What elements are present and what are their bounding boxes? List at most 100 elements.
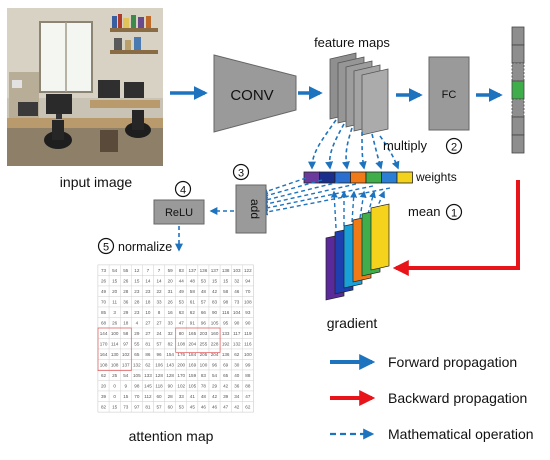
attention-cell-value: 81	[145, 404, 151, 409]
attention-cell-value: 62	[234, 352, 240, 357]
attention-cell-value: 46	[234, 289, 240, 294]
attention-cell	[242, 401, 254, 413]
attention-cell-value: 114	[111, 341, 119, 346]
attention-cell-value: 82	[168, 341, 174, 346]
attention-cell-value: 46	[212, 404, 218, 409]
attention-cell-value: 47	[223, 404, 229, 409]
attention-cell-value: 128	[155, 373, 163, 378]
attention-cell-value: 105	[211, 320, 219, 325]
attention-cell-value: 106	[155, 362, 163, 367]
attention-cell-value: 25	[112, 373, 118, 378]
attention-cell-value: 144	[100, 331, 108, 336]
attention-cell-value: 136	[222, 352, 230, 357]
attention-cell-value: 61	[190, 299, 196, 304]
attention-cell-value: 88	[245, 383, 251, 388]
attention-cell-value: 170	[177, 373, 185, 378]
attention-cell-value: 93	[245, 310, 251, 315]
attention-cell-value: 48	[201, 394, 207, 399]
attention-cell-value: 83	[179, 268, 185, 273]
attention-cell-value: 83	[201, 373, 207, 378]
backward-arrow	[392, 180, 520, 276]
attention-cell-value: 20	[112, 289, 118, 294]
attention-cell-value: 165	[189, 331, 197, 336]
attention-cell-value: 228	[211, 341, 219, 346]
attention-cell-value: 20	[101, 383, 107, 388]
normalize-label: normalize	[118, 240, 172, 254]
attention-cell-value: 70	[134, 394, 140, 399]
attention-cell-value: 122	[244, 268, 252, 273]
attention-cell-value: 26	[123, 278, 129, 283]
attention-cell-value: 15	[223, 278, 229, 283]
attention-cell-value: 133	[144, 373, 152, 378]
attention-cell-value: 62	[190, 310, 196, 315]
attention-cell-value: 99	[245, 362, 251, 367]
attention-cell-value: 255	[200, 341, 208, 346]
attention-cell-value: 108	[111, 362, 119, 367]
feature-maps-stack	[329, 52, 389, 136]
legend-math-label: Mathematical operation	[388, 426, 534, 442]
attention-cell-value: 28	[134, 299, 140, 304]
relu-block	[153, 199, 205, 225]
output-vector	[511, 26, 525, 154]
attention-cell-value: 94	[245, 278, 251, 283]
attention-cell-value: 97	[134, 404, 140, 409]
attention-cell-value: 31	[168, 289, 174, 294]
attention-highlight	[175, 327, 221, 353]
svg-text:1: 1	[451, 208, 457, 220]
attention-cell-value: 3	[113, 310, 116, 315]
attention-cell-value: 39	[101, 394, 107, 399]
attention-cell-value: 57	[156, 404, 162, 409]
weight-cell	[350, 171, 367, 184]
attention-cell-value: 14	[156, 278, 162, 283]
weight-cell	[365, 171, 382, 184]
attention-cell-value: 137	[122, 362, 130, 367]
weight-cell	[334, 171, 351, 184]
attention-cell-value: 60	[156, 394, 162, 399]
attention-cell-value: 26	[101, 278, 107, 283]
add-block: add	[235, 184, 267, 234]
attention-cell-value: 96	[201, 320, 207, 325]
attention-cell-value: 105	[189, 383, 197, 388]
attention-cell-value: 57	[201, 299, 207, 304]
attention-cell-value: 33	[156, 299, 162, 304]
attention-cell-value: 12	[134, 268, 140, 273]
weights-label: weights	[415, 170, 457, 184]
attention-cell-value: 100	[111, 331, 119, 336]
attention-cell-value: 16	[168, 310, 174, 315]
attention-cell-value: 82	[101, 404, 107, 409]
attention-cell-value: 136	[200, 268, 208, 273]
attention-cell-value: 48	[201, 289, 207, 294]
step-2-marker: 2	[445, 137, 463, 155]
attention-cell-value: 88	[245, 373, 251, 378]
attention-cell-value: 53	[179, 299, 185, 304]
attention-cell-value: 86	[145, 352, 151, 357]
attention-cell-value: 90	[234, 320, 240, 325]
attention-cell-value: 36	[123, 299, 129, 304]
attention-cell-value: 132	[133, 362, 141, 367]
attention-cell-value: 28	[168, 394, 174, 399]
attention-cell-value: 58	[190, 289, 196, 294]
attention-cell-value: 26	[112, 320, 118, 325]
add-dashed-arrows	[260, 177, 391, 216]
attention-cell-value: 55	[134, 341, 140, 346]
attention-cell-value: 49	[101, 289, 107, 294]
step-1-marker: 1	[445, 203, 463, 221]
attention-cell-value: 68	[101, 320, 107, 325]
attention-cell-value: 83	[212, 299, 218, 304]
attention-cell-value: 81	[145, 341, 151, 346]
attention-cell-value: 184	[189, 352, 197, 357]
attention-cell-value: 22	[156, 289, 162, 294]
attention-cell-value: 104	[233, 310, 241, 315]
weight-cell	[396, 171, 413, 184]
legend-backward-label: Backward propagation	[388, 390, 527, 406]
attention-cell-value: 90	[245, 320, 251, 325]
attention-cell-value: 54	[212, 373, 218, 378]
attention-cell-value: 98	[223, 299, 229, 304]
weight-cell	[381, 171, 398, 184]
legend-forward-label: Forward propagation	[388, 354, 517, 370]
attention-cell-value: 98	[134, 383, 140, 388]
conv-block	[213, 54, 297, 133]
attention-cell-value: 42	[234, 404, 240, 409]
attention-cell-value: 100	[244, 352, 252, 357]
